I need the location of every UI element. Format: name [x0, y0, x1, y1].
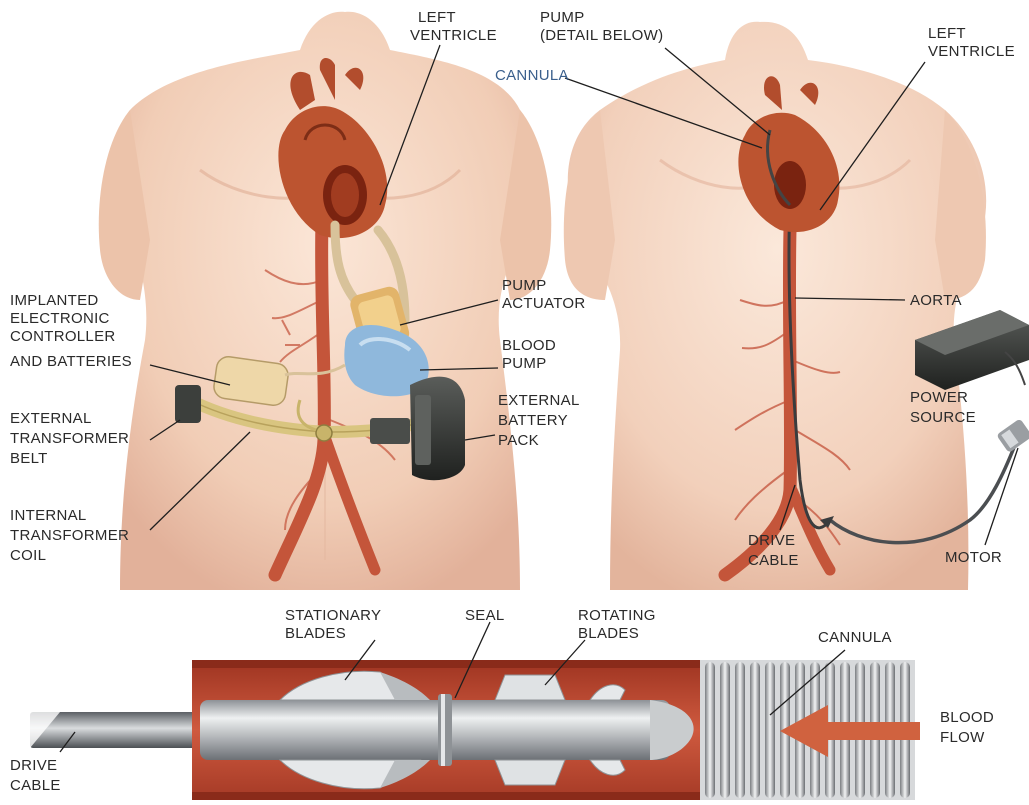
label-internal-coil: INTERNAL TRANSFORMER COIL	[10, 507, 129, 564]
label-aorta: AORTA	[910, 292, 962, 309]
label-external-battery: EXTERNAL BATTERY PACK	[498, 392, 580, 449]
svg-text:VENTRICLE: VENTRICLE	[928, 43, 1015, 60]
svg-text:PACK: PACK	[498, 432, 539, 449]
motor	[996, 418, 1029, 453]
pump-detail-section	[30, 660, 920, 800]
external-battery-pack	[410, 377, 465, 481]
svg-text:CANNULA: CANNULA	[818, 629, 892, 646]
label-left-ventricle-2: LEFT VENTRICLE	[928, 25, 1015, 60]
svg-text:CANNULA: CANNULA	[495, 67, 569, 84]
svg-text:EXTERNAL: EXTERNAL	[10, 410, 92, 427]
svg-text:TRANSFORMER: TRANSFORMER	[10, 527, 129, 544]
label-cannula-top: CANNULA	[495, 67, 569, 84]
svg-text:PUMP: PUMP	[502, 277, 547, 294]
svg-text:CABLE: CABLE	[10, 777, 61, 794]
cannula-coil-rib	[765, 662, 775, 798]
label-motor: MOTOR	[945, 549, 1002, 566]
left-torso-figure	[99, 12, 552, 590]
svg-text:ROTATING: ROTATING	[578, 607, 656, 624]
svg-text:BLADES: BLADES	[285, 625, 346, 642]
svg-text:SOURCE: SOURCE	[910, 409, 976, 426]
svg-text:COIL: COIL	[10, 547, 46, 564]
svg-text:FLOW: FLOW	[940, 729, 985, 746]
svg-text:CONTROLLER: CONTROLLER	[10, 328, 116, 345]
svg-text:CABLE: CABLE	[748, 552, 799, 569]
svg-text:MOTOR: MOTOR	[945, 549, 1002, 566]
svg-text:AND BATTERIES: AND BATTERIES	[10, 353, 132, 370]
label-rotating-blades: ROTATING BLADES	[578, 607, 656, 642]
svg-text:IMPLANTED: IMPLANTED	[10, 292, 99, 309]
svg-text:(DETAIL BELOW): (DETAIL BELOW)	[540, 27, 663, 44]
cannula-coil-rib	[705, 662, 715, 798]
cannula-coil-rib	[750, 662, 760, 798]
svg-text:SEAL: SEAL	[465, 607, 505, 624]
svg-text:INTERNAL: INTERNAL	[10, 507, 87, 524]
svg-text:AORTA: AORTA	[910, 292, 962, 309]
svg-text:DRIVE: DRIVE	[10, 757, 57, 774]
label-blood-flow: BLOOD FLOW	[940, 709, 994, 746]
cannula-coil-rib	[720, 662, 730, 798]
svg-text:BLOOD: BLOOD	[502, 337, 556, 354]
svg-text:PUMP: PUMP	[502, 355, 547, 372]
label-stationary-blades: STATIONARY BLADES	[285, 607, 381, 642]
svg-text:PUMP: PUMP	[540, 9, 585, 26]
svg-text:POWER: POWER	[910, 389, 968, 406]
svg-text:ELECTRONIC: ELECTRONIC	[10, 310, 110, 327]
svg-text:EXTERNAL: EXTERNAL	[498, 392, 580, 409]
svg-text:STATIONARY: STATIONARY	[285, 607, 381, 624]
label-external-belt: EXTERNAL TRANSFORMER BELT	[10, 410, 129, 467]
label-cannula-bottom: CANNULA	[818, 629, 892, 646]
label-seal: SEAL	[465, 607, 505, 624]
label-blood-pump: BLOOD PUMP	[502, 337, 556, 372]
label-pump-detail: PUMP (DETAIL BELOW)	[540, 9, 663, 44]
cannula-coil-rib	[735, 662, 745, 798]
svg-text:LEFT: LEFT	[418, 9, 456, 26]
svg-text:TRANSFORMER: TRANSFORMER	[10, 430, 129, 447]
label-implanted-controller: IMPLANTED ELECTRONIC CONTROLLER AND BATT…	[10, 292, 132, 370]
label-left-ventricle-1: LEFT VENTRICLE	[410, 9, 497, 44]
svg-text:BLOOD: BLOOD	[940, 709, 994, 726]
svg-text:BELT: BELT	[10, 450, 48, 467]
label-drive-cable-bottom: DRIVE CABLE	[10, 757, 61, 794]
svg-text:DRIVE: DRIVE	[748, 532, 795, 549]
seal-shape	[438, 694, 452, 766]
svg-text:BATTERY: BATTERY	[498, 412, 568, 429]
svg-text:ACTUATOR: ACTUATOR	[502, 295, 586, 312]
svg-text:LEFT: LEFT	[928, 25, 966, 42]
svg-text:VENTRICLE: VENTRICLE	[410, 27, 497, 44]
svg-text:BLADES: BLADES	[578, 625, 639, 642]
